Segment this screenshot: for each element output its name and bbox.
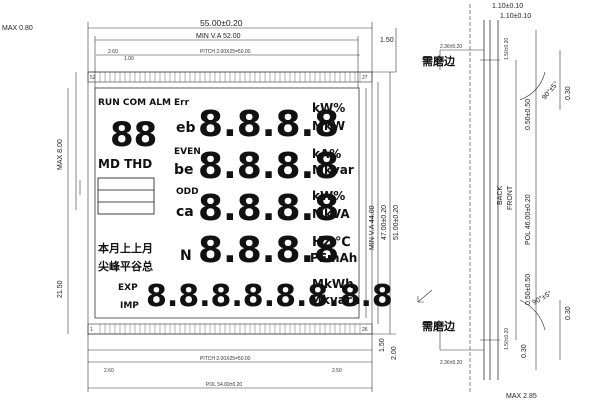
- lcd-be: be: [174, 162, 194, 178]
- lcd-cn-months: 本月上上月: [98, 241, 153, 255]
- dim-236b: 2.36±0.20: [440, 360, 462, 366]
- lcd-unit-3: kA%: [312, 147, 341, 161]
- lcd-seg-row3: 8.8.8.8: [198, 188, 339, 229]
- dim-left-height: 21.50: [57, 280, 64, 298]
- dim-r-030b: 0.30: [565, 306, 572, 320]
- dim-right-050-top: 0.50±0.50: [525, 99, 532, 130]
- lcd-unit-6: MkVA: [312, 207, 350, 221]
- dim-150b: 1.50±0.20: [504, 328, 510, 350]
- lcd-unit-7: Hz ℃: [312, 235, 351, 250]
- dim-pol: POL 54.00±0.20: [206, 382, 242, 388]
- dim-top-1-00: 1.00: [124, 56, 134, 62]
- dim-r-030a: 0.30: [565, 86, 572, 100]
- note-grind-bottom: 需磨边: [422, 319, 456, 333]
- dim-top-110a: 1.10±0.10: [492, 3, 523, 10]
- viewing-area: [94, 87, 360, 319]
- dim-pitch-bottom: PITCH 2.00X25=50.00: [200, 356, 251, 362]
- lcd-big-digits: 88: [110, 115, 157, 155]
- lcd-unit-9: MkWh: [312, 277, 354, 291]
- lcd-unit-10: Mkvarh: [310, 293, 360, 307]
- dim-max-right: MAX 2.85: [506, 393, 537, 400]
- pin-1: 1: [90, 327, 93, 333]
- dim-top-right: 1.50: [380, 37, 394, 44]
- pin-52: 52: [90, 75, 96, 81]
- dim-top-2-60: 2.60: [108, 49, 118, 55]
- dim-right-050-bot: 0.50±0.50: [525, 274, 532, 305]
- lcd-unit-4: Mkvar: [312, 163, 354, 177]
- lcd-status-row: RUN COM ALM Err: [98, 98, 190, 108]
- dim-236a: 2.36±0.20: [440, 44, 462, 50]
- dim-angle-bottom: 90°±5°: [531, 289, 553, 307]
- lcd-unit-8: PFmAh: [310, 251, 357, 265]
- lcd-unit-5: kW%: [312, 189, 345, 203]
- bar-graph: [97, 177, 155, 215]
- dim-pitch-top: PITCH 2.00X25=50.00: [200, 49, 251, 55]
- lcd-seg-bottom: 8.8.8.8.8.8.8.8: [146, 279, 393, 314]
- dim-right-pol: POL 46.00±0.20: [525, 194, 532, 245]
- lcd-unit-1: kW%: [312, 101, 345, 115]
- lcd-seg-row4: 8.8.8.8: [198, 230, 339, 271]
- lcd-odd: ODD: [176, 187, 199, 197]
- lcd-exp: EXP: [118, 283, 138, 293]
- dim-top-110b: 1.10±0.10: [500, 13, 531, 20]
- pin-27: 27: [362, 75, 368, 81]
- lcd-seg-row1: 8.8.8.8: [198, 104, 339, 145]
- dim-r-030c: 0.30: [521, 344, 528, 358]
- dim-angle-top: 90°±5°: [540, 80, 560, 101]
- label-back: BACK: [497, 186, 504, 205]
- dim-va-height: MIN V.A 44.00: [369, 205, 376, 250]
- dim-h51: 51.00±0.20: [393, 205, 400, 240]
- lcd-eb: eb: [176, 120, 196, 136]
- lcd-seg-row2: 8.8.8.8: [198, 146, 339, 187]
- pin-26: 26: [362, 327, 368, 333]
- dim-bottom-2-50: 2.50: [332, 368, 342, 374]
- pin-ticks: [99, 72, 361, 334]
- dim-h47: 47.00±0.20: [381, 205, 388, 240]
- dim-va-width: MIN V.A 52.00: [196, 33, 241, 40]
- lcd-imp: IMP: [120, 301, 139, 311]
- note-grind-top: 需磨边: [422, 54, 456, 68]
- dim-150a: 1.50±0.20: [504, 38, 510, 60]
- lcd-ca: ca: [176, 204, 194, 220]
- lcd-cn-periods: 尖峰平谷总: [98, 259, 153, 273]
- dim-bottom-2-60: 2.60: [104, 368, 114, 374]
- label-front: FRONT: [507, 185, 514, 210]
- lcd-n: N: [180, 248, 192, 264]
- dim-left-max: MAX 8.00: [57, 139, 64, 170]
- lcd-even: EVEN: [174, 147, 201, 157]
- lcd-unit-2: MkW: [312, 119, 345, 133]
- lcd-md-thd: MD THD: [98, 157, 152, 171]
- dim-width-overall: 55.00±0.20: [200, 18, 243, 28]
- dim-bottom-2-00: 2.00: [391, 346, 398, 360]
- dim-bottom-1-50: 1.50: [379, 338, 386, 352]
- dim-max-top: MAX 0.80: [2, 25, 33, 32]
